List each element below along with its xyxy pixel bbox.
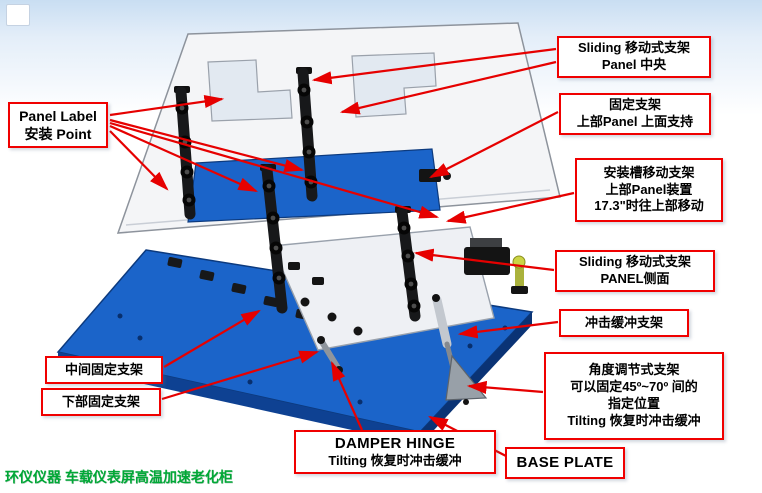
callout-damper-hinge: DAMPER HINGE Tilting 恢复时冲击缓冲 xyxy=(294,430,496,474)
white-panel-shape xyxy=(116,22,561,234)
arrow-fixed-top xyxy=(429,111,559,179)
arrow-sliding-center-2 xyxy=(339,60,557,115)
callout-line: 安装 Point xyxy=(24,126,92,142)
callout-line: 17.3"时往上部移动 xyxy=(594,198,704,214)
panel-cutout-right xyxy=(351,52,437,118)
support-rod-center xyxy=(260,164,288,314)
callout-line: Panel Label xyxy=(19,107,97,124)
arrow-angle-adjust xyxy=(466,380,544,395)
callout-line: 角度调节式支架 xyxy=(588,362,680,378)
callout-line: 可以固定45º~70º 间的 xyxy=(570,379,698,395)
callout-low-fixed: 下部固定支架 xyxy=(41,388,161,416)
arrow-panel-label-3 xyxy=(109,124,259,193)
callout-line: 下部固定支架 xyxy=(61,393,140,409)
corner-logo xyxy=(6,4,30,26)
callout-line: 上部Panel 上面支持 xyxy=(576,114,694,129)
callout-line: Tilting 恢复时冲击缓冲 xyxy=(328,453,462,469)
callout-mid-fixed: 中间固定支架 xyxy=(45,356,163,384)
callout-sliding-side: Sliding 移动式支架 PANEL侧面 xyxy=(555,250,715,292)
callout-line: BASE PLATE xyxy=(516,454,614,472)
callout-line: 安装槽移动支架 xyxy=(603,164,695,180)
arrow-low-fixed xyxy=(161,350,320,401)
watermark-caption: 环仪仪器 车载仪表屏高温加速老化柜 xyxy=(5,469,233,485)
callout-line: 上部Panel装置 xyxy=(605,181,693,197)
arrow-panel-label-2 xyxy=(109,118,305,172)
callout-line: 指定位置 xyxy=(607,396,660,411)
callout-angle-adjust: 角度调节式支架 可以固定45º~70º 间的 指定位置 Tilting 恢复时冲… xyxy=(544,352,724,440)
callout-line: 冲击缓冲支架 xyxy=(584,314,663,330)
arrow-damper-hinge xyxy=(330,360,364,431)
arrow-panel-label-4 xyxy=(109,130,169,191)
callout-slot-moving: 安装槽移动支架 上部Panel装置 17.3"时往上部移动 xyxy=(575,158,723,222)
callout-line: Tilting 恢复时冲击缓冲 xyxy=(567,412,701,428)
callout-impact-buffer: 冲击缓冲支架 xyxy=(559,309,689,337)
support-rod-right xyxy=(395,206,421,322)
callout-line: Sliding 移动式支架 xyxy=(578,40,690,56)
panel-cutout-left xyxy=(207,59,293,122)
callout-sliding-center: Sliding 移动式支架 Panel 中央 xyxy=(557,36,711,78)
support-rod-top-center xyxy=(296,67,318,202)
arrow-mid-fixed xyxy=(163,309,261,368)
arrow-slot-moving xyxy=(445,191,575,224)
callout-panel-label: Panel Label 安装 Point xyxy=(8,102,108,148)
arrow-sliding-center-1 xyxy=(311,47,557,85)
arrow-panel-label-1 xyxy=(109,94,225,117)
arrow-panel-label-5 xyxy=(109,121,440,219)
callout-line: PANEL侧面 xyxy=(600,271,670,286)
callout-line: 固定支架 xyxy=(608,97,661,113)
callout-base-plate: BASE PLATE xyxy=(505,447,625,479)
callout-fixed-top: 固定支架 上部Panel 上面支持 xyxy=(559,93,711,135)
callout-line: Sliding 移动式支架 xyxy=(579,254,691,270)
arrow-impact-buffer xyxy=(457,320,559,339)
arrow-sliding-side xyxy=(413,248,555,272)
callout-line: Panel 中央 xyxy=(601,57,667,72)
callout-line: 中间固定支架 xyxy=(64,361,143,377)
callout-line: DAMPER HINGE xyxy=(334,434,456,452)
